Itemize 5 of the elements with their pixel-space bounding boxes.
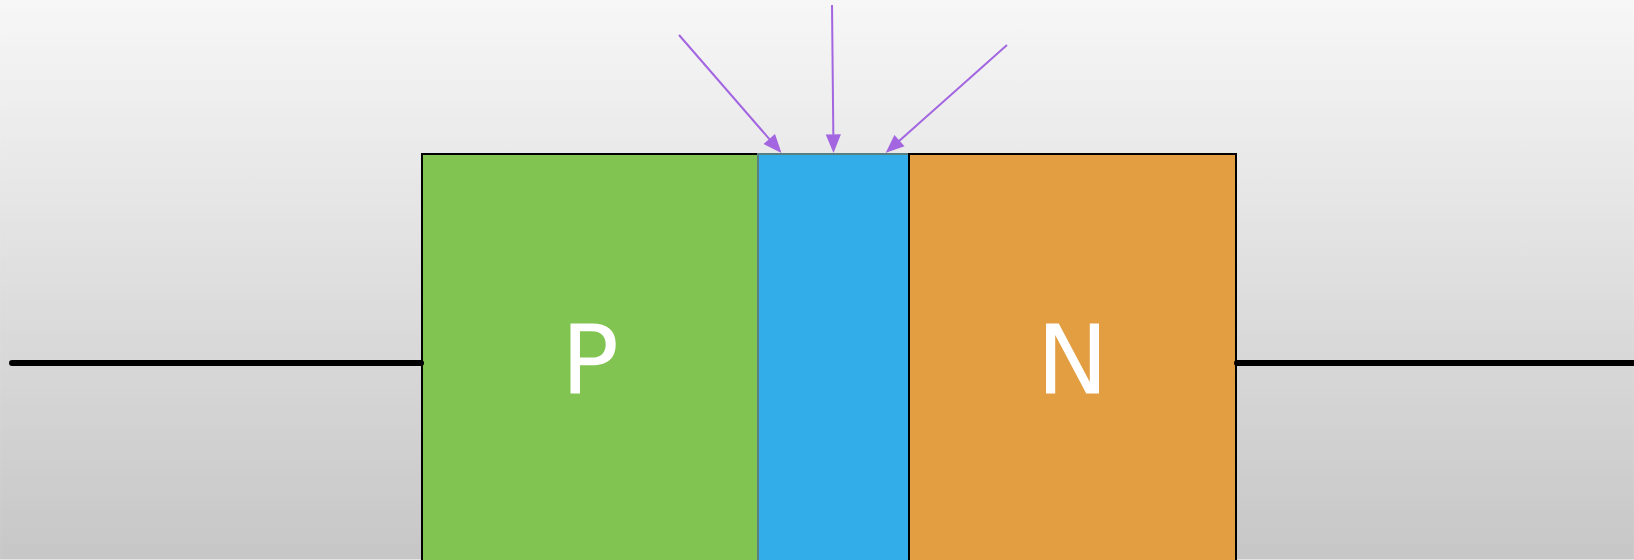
- p-region-box: P: [421, 153, 759, 560]
- connection-wire: [9, 360, 424, 366]
- depletion-region-box: [757, 153, 910, 560]
- connection-wire: [1234, 360, 1634, 366]
- n-region-box: N: [908, 153, 1237, 560]
